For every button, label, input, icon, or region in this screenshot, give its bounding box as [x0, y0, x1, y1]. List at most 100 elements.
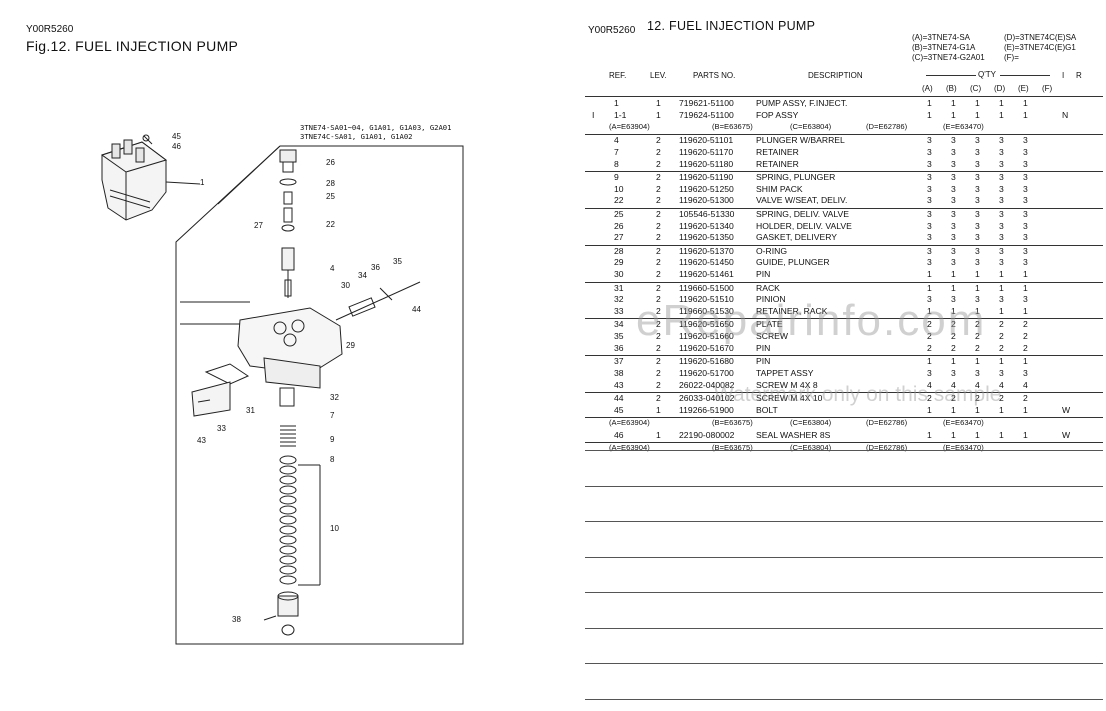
row-part-no: 119620-51350: [679, 232, 734, 243]
row-ref: 22: [614, 195, 624, 206]
row-part-no: 119266-51900: [679, 405, 734, 415]
row-part-no: 119620-51670: [679, 343, 734, 353]
group-separator: [585, 417, 1103, 419]
group-separator: [585, 392, 1103, 394]
row-qty: 1: [999, 430, 1004, 441]
blank-ruled-line: [585, 627, 1103, 629]
row-qty: 3: [1023, 368, 1028, 379]
row-qty: 2: [999, 331, 1004, 342]
row-part-no: 119620-51101: [679, 134, 734, 145]
serial-range: (E=E63470): [943, 443, 984, 453]
row-qty: 1: [1023, 356, 1028, 367]
row-part-no: 119620-51450: [679, 257, 734, 268]
row-part-no: 119660-51500: [679, 282, 734, 293]
watermark-subtitle: Watermark only on this sample: [714, 383, 1002, 406]
row-description: O-RING: [756, 245, 788, 256]
row-qty: 4: [927, 379, 932, 390]
row-qty: 3: [927, 257, 932, 268]
row-ref: 27: [614, 232, 624, 243]
row-qty: 3: [975, 294, 980, 305]
row-ref: 10: [614, 183, 624, 194]
row-qty: 3: [951, 183, 956, 194]
blank-ruled-line: [585, 556, 1103, 558]
row-qty: 3: [999, 208, 1004, 219]
callout-35: 35: [393, 257, 402, 266]
row-description: SCREW: [756, 331, 788, 342]
row-qty: 1: [999, 269, 1004, 280]
legend-entry: (A)=3TNE74-SA: [912, 33, 971, 42]
legend-entry: (E)=3TNE74C(E)G1: [1004, 43, 1076, 52]
row-qty: 3: [1023, 208, 1028, 219]
row-qty: 3: [951, 134, 956, 145]
row-description: RETAINER: [756, 146, 799, 157]
row-qty: 2: [975, 393, 980, 404]
row-description: PINION: [756, 294, 786, 305]
row-qty: 3: [927, 158, 932, 169]
row-ref: 26: [614, 220, 624, 231]
row-description: SCREW M 4X 8: [756, 379, 818, 390]
row-ref: 37: [614, 356, 624, 367]
legend-entry: (C)=3TNE74-G2A01: [912, 53, 985, 62]
row-qty: 3: [999, 220, 1004, 231]
row-qty: 2: [1023, 319, 1028, 330]
row-qty: 3: [999, 232, 1004, 243]
row-lev: 2: [656, 146, 661, 157]
group-separator: [585, 318, 1103, 320]
row-ref: 34: [614, 319, 624, 330]
row-qty: 3: [951, 171, 956, 182]
row-qty: 1: [927, 282, 932, 293]
row-part-no: 119620-51370: [679, 245, 734, 256]
row-qty: 3: [999, 245, 1004, 256]
row-qty: 1: [975, 98, 980, 108]
row-part-no: 26033-040102: [679, 393, 735, 404]
row-qty: 1: [927, 109, 932, 120]
callout-22: 22: [326, 220, 335, 229]
row-part-no: 119620-51170: [679, 146, 734, 157]
row-lev: 2: [656, 319, 661, 330]
row-qty: 3: [951, 294, 956, 305]
row-qty: 2: [999, 319, 1004, 330]
row-part-no: 119660-51530: [679, 306, 734, 317]
row-qty: 3: [1023, 195, 1028, 206]
row-lev: 2: [656, 158, 661, 169]
row-qty: 2: [927, 331, 932, 342]
row-qty: 1: [951, 269, 956, 280]
serial-range: (A=E63904): [609, 418, 650, 428]
row-qty: 3: [951, 158, 956, 169]
row-qty: 2: [975, 343, 980, 353]
header-i: I: [1062, 71, 1065, 80]
row-qty: 3: [927, 183, 932, 194]
row-qty: 1: [951, 405, 956, 415]
row-ref: 46: [614, 430, 624, 441]
row-qty: 1: [975, 356, 980, 367]
row-qty: 3: [975, 183, 980, 194]
right-page-code: Y00R5260: [588, 25, 636, 36]
row-description: GUIDE, PLUNGER: [756, 257, 830, 268]
delivery-valve-stack: [279, 149, 297, 298]
row-description: VALVE W/SEAT, DELIV.: [756, 195, 848, 206]
exploded-parts-diagram: [100, 134, 464, 645]
row-qty: 3: [927, 171, 932, 182]
row-qty: 3: [951, 232, 956, 243]
row-r-mark: N: [1062, 109, 1069, 120]
row-part-no: 119620-51180: [679, 158, 734, 169]
serial-range: (B=E63675): [712, 443, 753, 453]
row-qty: 1: [1023, 98, 1028, 108]
row-ref: 31: [614, 282, 624, 293]
pump-housing-drawing: [180, 281, 421, 389]
callout-25: 25: [326, 192, 335, 201]
row-qty: 3: [1023, 232, 1028, 243]
row-description: PIN: [756, 343, 771, 353]
row-ref: 30: [614, 269, 624, 280]
row-qty: 3: [975, 195, 980, 206]
row-qty: 2: [975, 319, 980, 330]
row-qty: 1: [1023, 306, 1028, 317]
row-qty: 1: [999, 306, 1004, 317]
row-qty: 3: [975, 208, 980, 219]
row-qty: 3: [1023, 257, 1028, 268]
row-lev: 2: [656, 269, 661, 280]
row-qty: 1: [927, 306, 932, 317]
row-part-no: 119620-51340: [679, 220, 734, 231]
row-lev: 2: [656, 356, 661, 367]
serial-range: (D=E62786): [866, 121, 908, 131]
